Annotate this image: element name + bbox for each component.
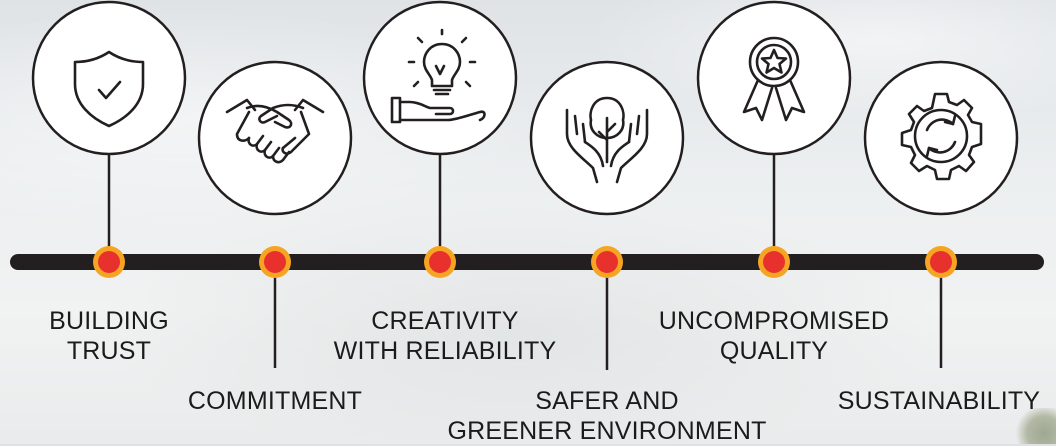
marker-3: [424, 246, 456, 278]
icon-circle-2: [197, 60, 353, 216]
shield-check-icon: [73, 50, 145, 128]
marker-2: [259, 246, 291, 278]
timeline-markers: [93, 246, 957, 278]
milestone-label-4-line-1: SAFER AND: [535, 387, 679, 415]
connector-lines: [107, 145, 943, 370]
milestone-label-1: BUILDING TRUST: [9, 306, 209, 366]
handshake-icon: [225, 98, 325, 164]
milestone-label-4: SAFER AND GREENER ENVIRONMENT: [437, 386, 777, 446]
milestone-label-3-line-1: CREATIVITY: [371, 307, 519, 335]
milestone-label-6-line-1: SUSTAINABILITY: [837, 387, 1041, 415]
milestone-label-6: SUSTAINABILITY: [826, 386, 1052, 416]
icon-circle-6: [863, 60, 1019, 216]
icon-circle-1: [31, 0, 187, 156]
hands-tree-icon: [565, 96, 649, 184]
milestone-label-1-line-1: BUILDING: [49, 307, 169, 335]
foliage-decoration: [1016, 408, 1056, 444]
marker-6: [925, 246, 957, 278]
milestone-label-5-line-2: QUALITY: [719, 337, 829, 365]
gear-cycle-icon: [900, 92, 983, 181]
milestone-label-1-line-2: TRUST: [66, 337, 152, 365]
award-ribbon-icon: [742, 36, 806, 122]
marker-1: [93, 246, 125, 278]
marker-4: [591, 246, 623, 278]
milestone-label-5: UNCOMPROMISED QUALITY: [634, 306, 914, 366]
milestone-label-5-line-1: UNCOMPROMISED: [658, 307, 890, 335]
milestone-label-2: COMMITMENT: [165, 386, 385, 416]
milestone-label-2-line-1: COMMITMENT: [187, 387, 363, 415]
milestone-label-3-line-2: WITH RELIABILITY: [333, 337, 557, 365]
marker-5: [758, 246, 790, 278]
icon-circle-3: [362, 0, 518, 156]
milestone-label-4-line-2: GREENER ENVIRONMENT: [447, 417, 767, 445]
hand-lightbulb-icon: [390, 28, 486, 124]
milestone-label-3: CREATIVITY WITH RELIABILITY: [310, 306, 580, 366]
icon-circles: [31, 0, 1019, 216]
